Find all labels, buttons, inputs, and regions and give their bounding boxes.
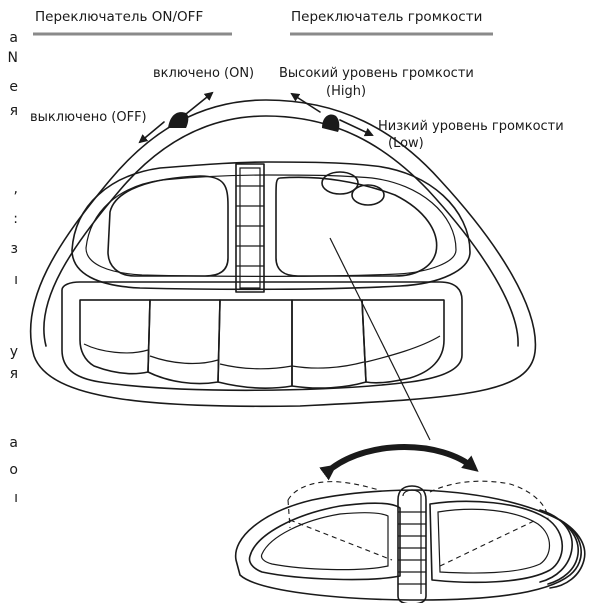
- rotation-arrow: [332, 447, 474, 468]
- rotated-device-view: [236, 481, 585, 603]
- device-body: [31, 100, 536, 406]
- leader-line: [330, 238, 430, 440]
- arrow-high: [292, 94, 320, 112]
- arrow-on: [186, 93, 212, 114]
- volume-switch-knob: [322, 115, 339, 133]
- power-switch-knob: [168, 112, 188, 128]
